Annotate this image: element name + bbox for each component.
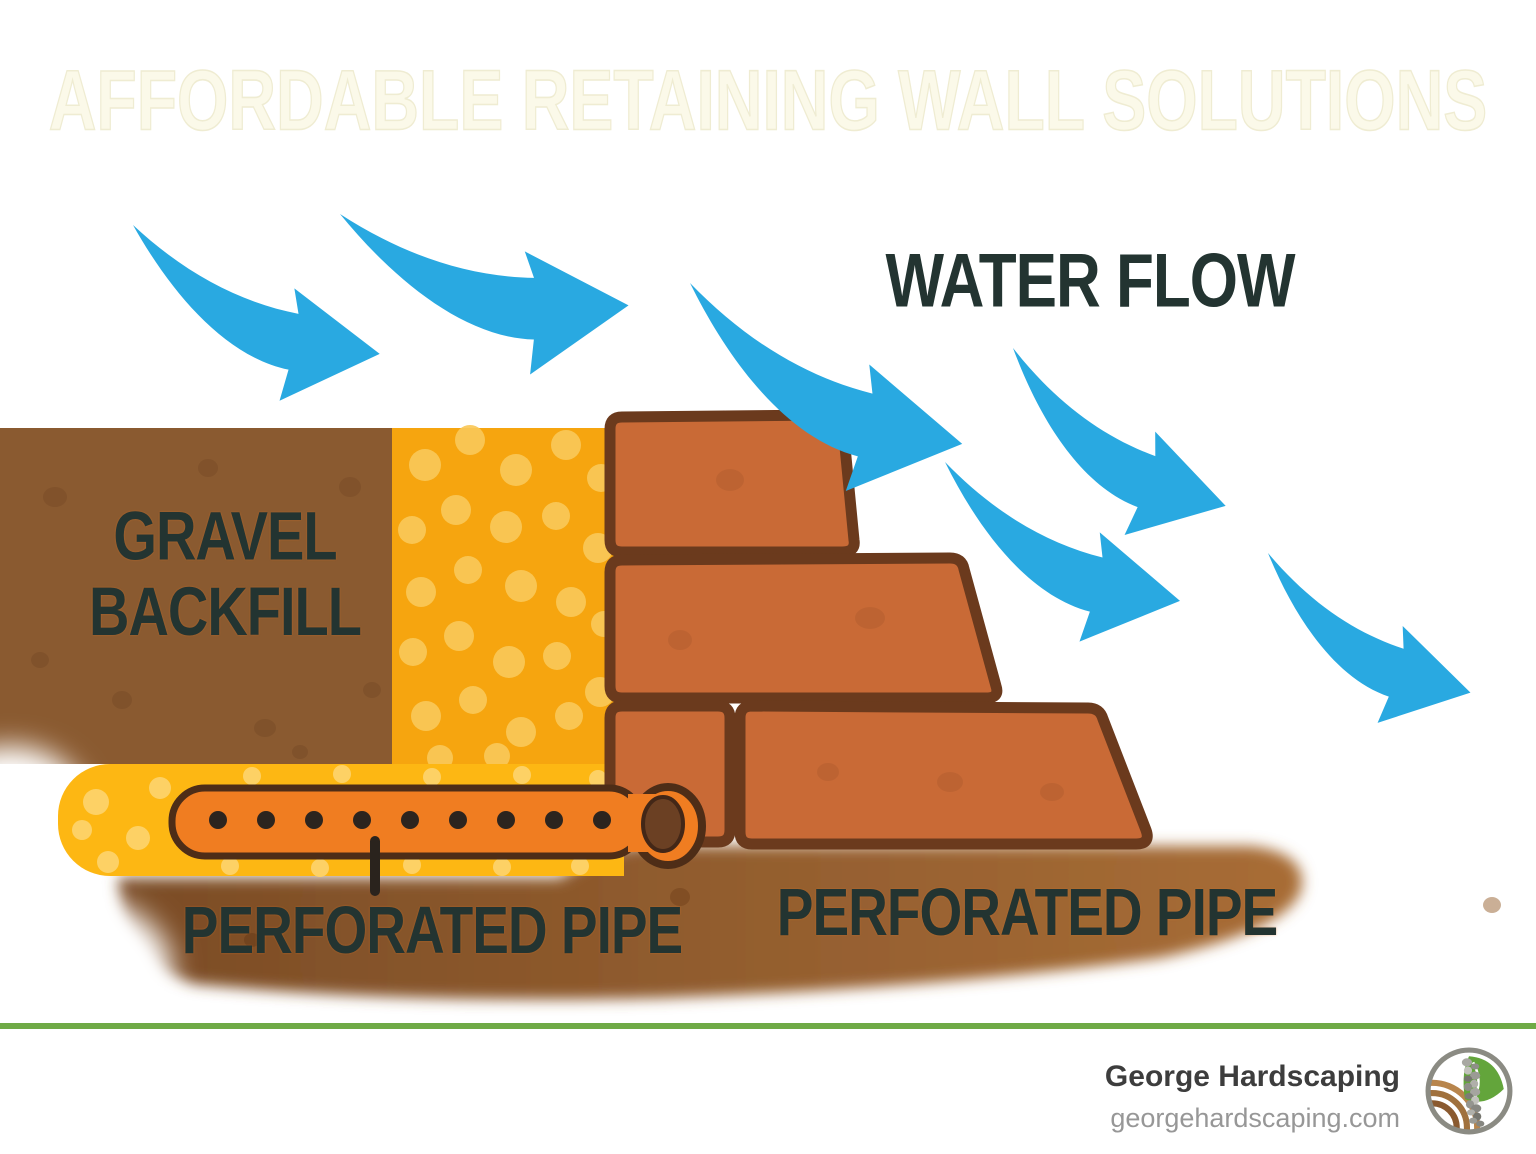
water-arrow [1268,553,1471,723]
water-arrow [1013,348,1226,535]
perforated-pipe-label-left: PERFORATED PIPE [181,892,683,968]
retaining-wall [604,409,1153,850]
company-website: georgehardscaping.com [1110,1103,1400,1133]
ground-shadow [118,846,1303,1000]
page-title: AFFORDABLE RETAINING WALL SOLUTIONS [48,51,1488,149]
pipe-bore [641,795,685,853]
company-logo-icon [1425,1047,1513,1135]
gravel-backfill-line2: BACKFILL [89,572,362,650]
wall-brick-middle [604,552,1003,704]
company-name: George Hardscaping [1104,1060,1400,1093]
logo-pebble-path [1461,1058,1485,1127]
ground-speck [244,933,260,947]
wall-brick-bottom-right [734,700,1153,850]
water-arrow [690,283,963,492]
perforated-pipe-label-right: PERFORATED PIPE [776,874,1278,950]
gravel-backfill-label: GRAVEL BACKFILL [20,498,430,649]
water-arrow [340,214,629,375]
footer-text-block: George Hardscaping georgehardscaping.com [1105,1060,1400,1134]
pipe-pointer-line [370,836,380,896]
pipe-holes [209,811,611,829]
gravel-column [392,425,617,771]
water-flow-arrows [133,214,1471,723]
soil-block [0,428,400,764]
ground-speck [1483,897,1501,913]
water-flow-label: WATER FLOW [885,239,1296,324]
gravel-backfill-line1: GRAVEL [113,497,337,574]
water-arrow [945,462,1180,642]
footer-divider [0,1023,1536,1029]
ground-speck [670,888,690,906]
soft-fade [0,890,171,1046]
perforated-pipe [168,783,706,869]
water-arrow [133,225,380,401]
brick-blotches [668,469,1064,801]
